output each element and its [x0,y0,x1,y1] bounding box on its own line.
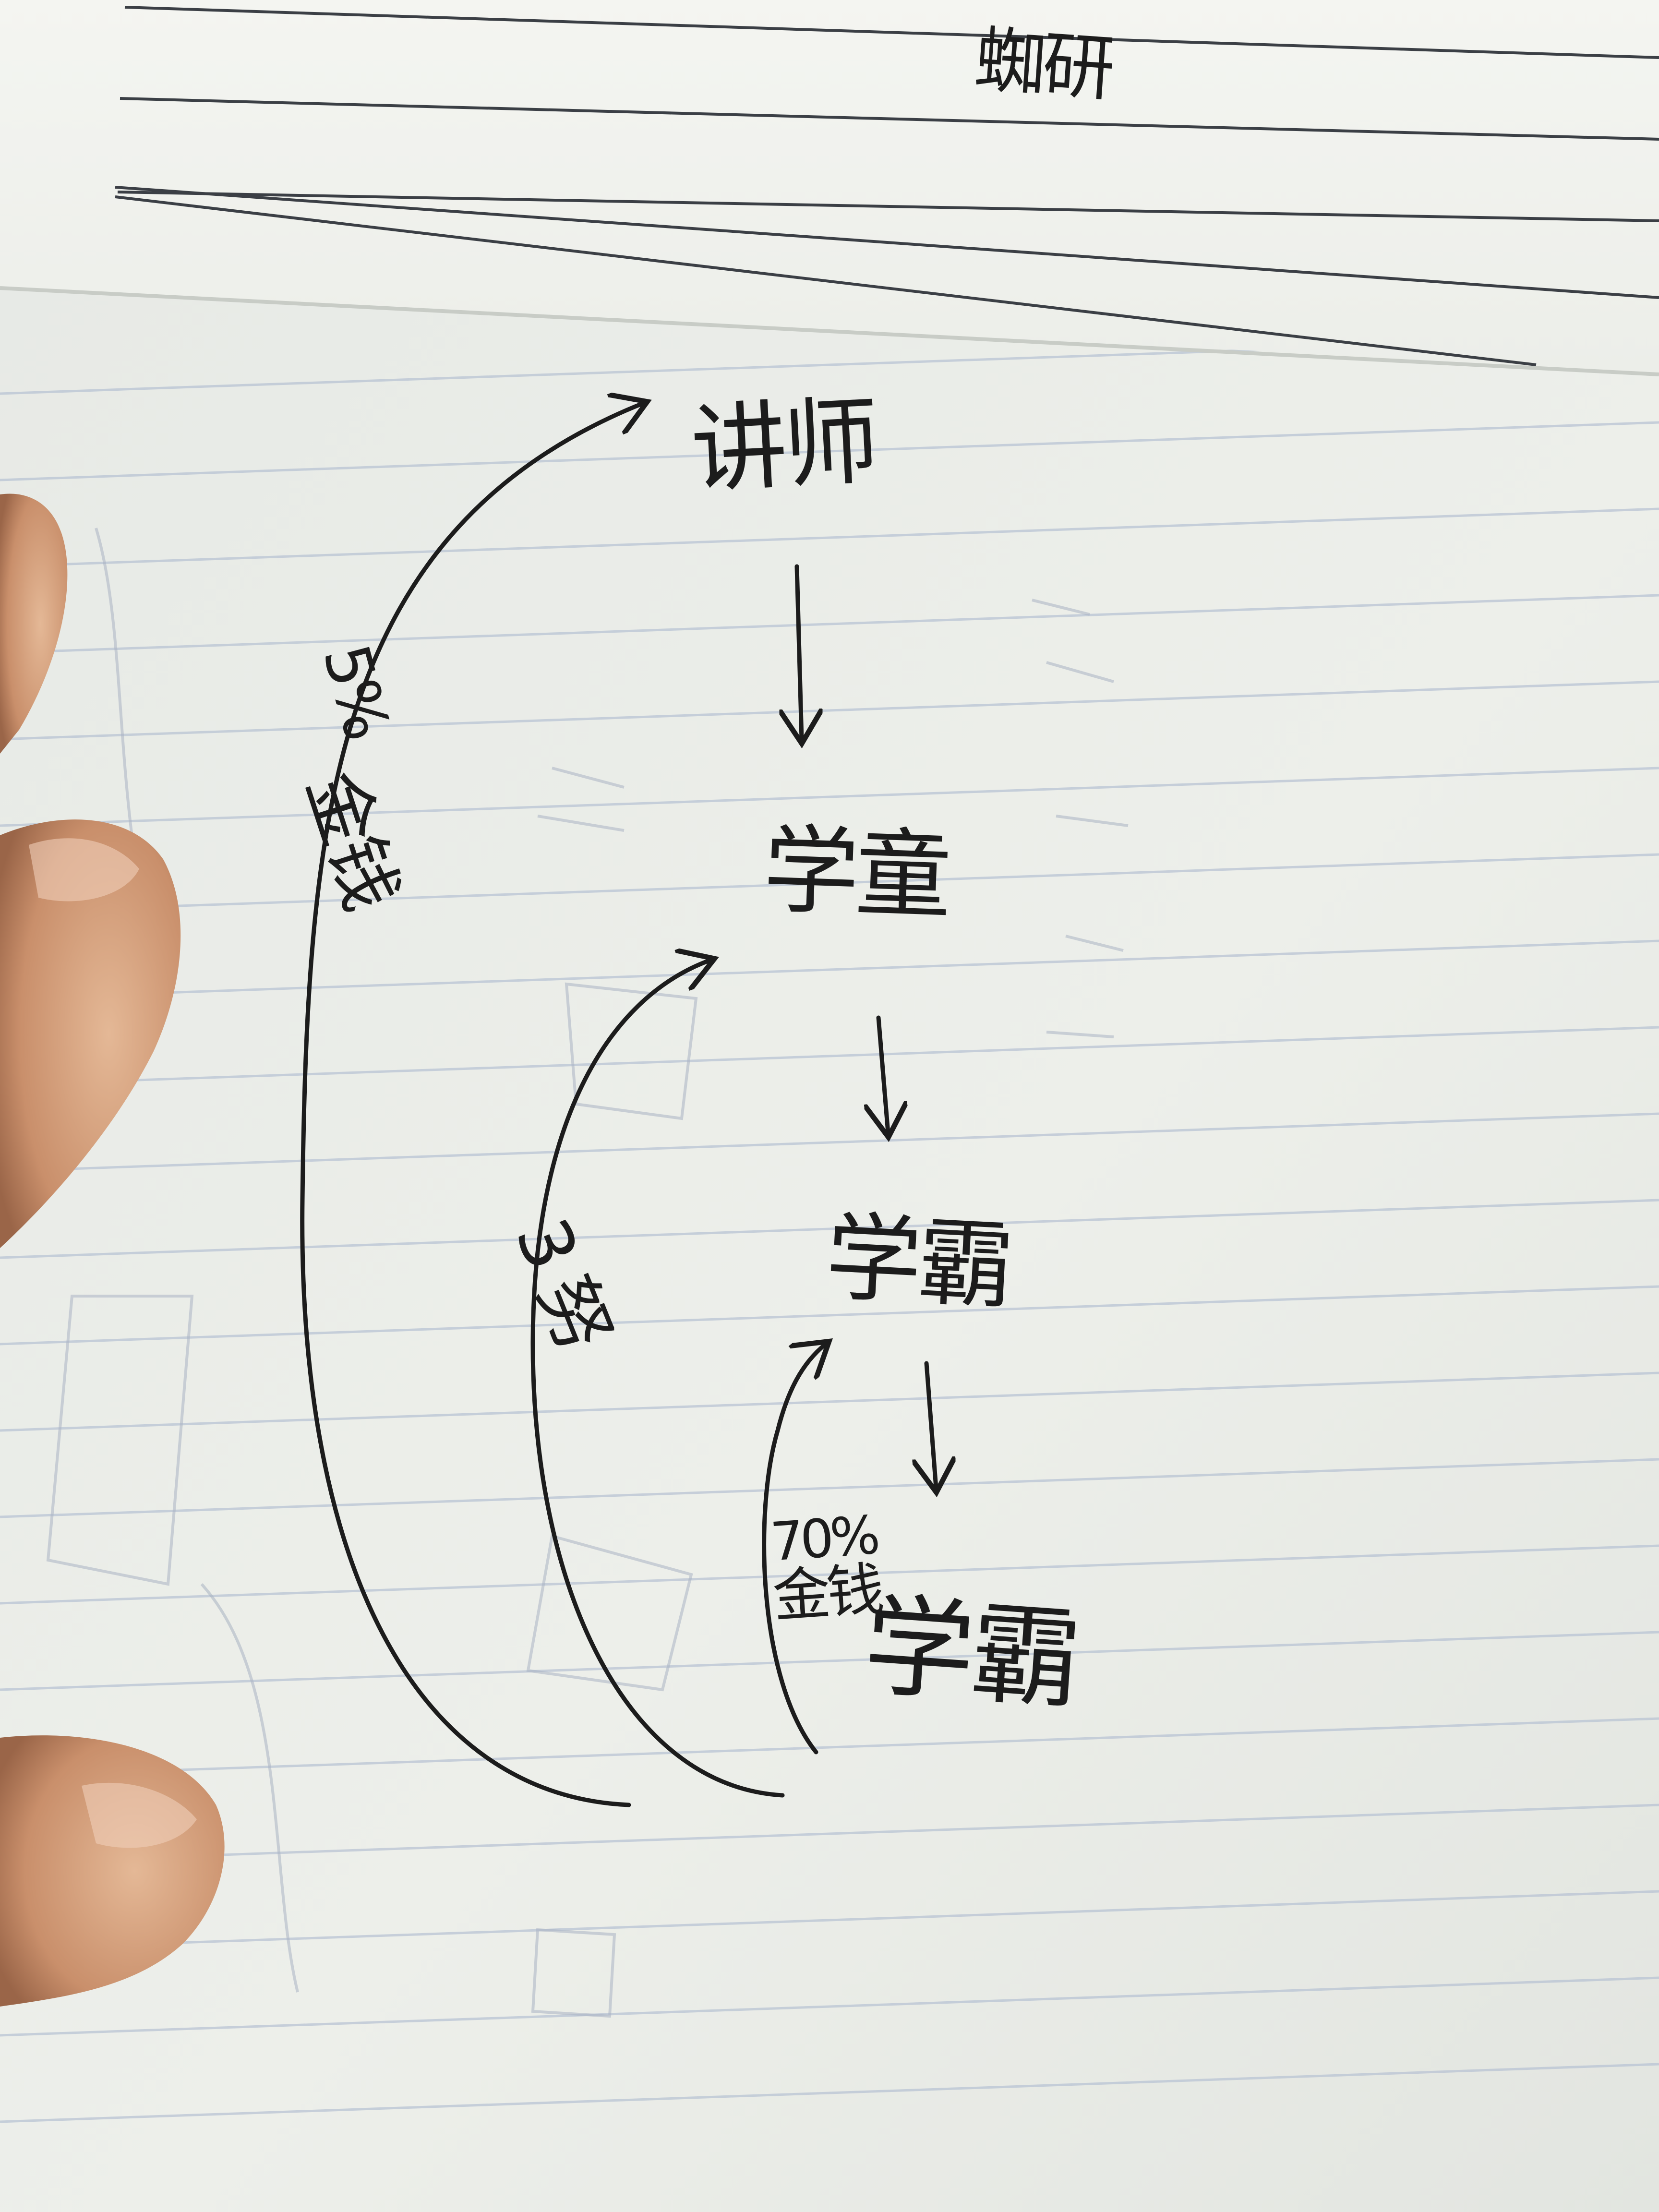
arrow-node3-to-node4 [926,1361,936,1488]
hand [0,493,225,2007]
arrow-node2-to-node3 [878,1015,888,1133]
lower-paper [0,269,1659,2212]
lower-paper-rules [0,335,1659,2123]
diagram-node-1: 讲师 [688,385,878,507]
top-sheet-scribble: 蜘研 [972,18,1114,111]
diagram-node-2: 学童 [761,814,950,933]
right-arc-label: 金钱 [770,1556,883,1631]
top-paper-rules [115,6,1659,366]
middle-feedback-arc [530,960,785,1798]
top-paper [0,0,1659,374]
diagram-node-3: 学霸 [823,1202,1013,1323]
diagram-ink [300,403,936,1807]
top-paper-edge [0,286,1659,376]
arrow-node1-to-node2 [797,564,802,739]
right-feedback-arc [762,1344,826,1755]
left-feedback-arc [300,403,643,1807]
diagram-node-4: 学霸 [860,1582,1082,1725]
